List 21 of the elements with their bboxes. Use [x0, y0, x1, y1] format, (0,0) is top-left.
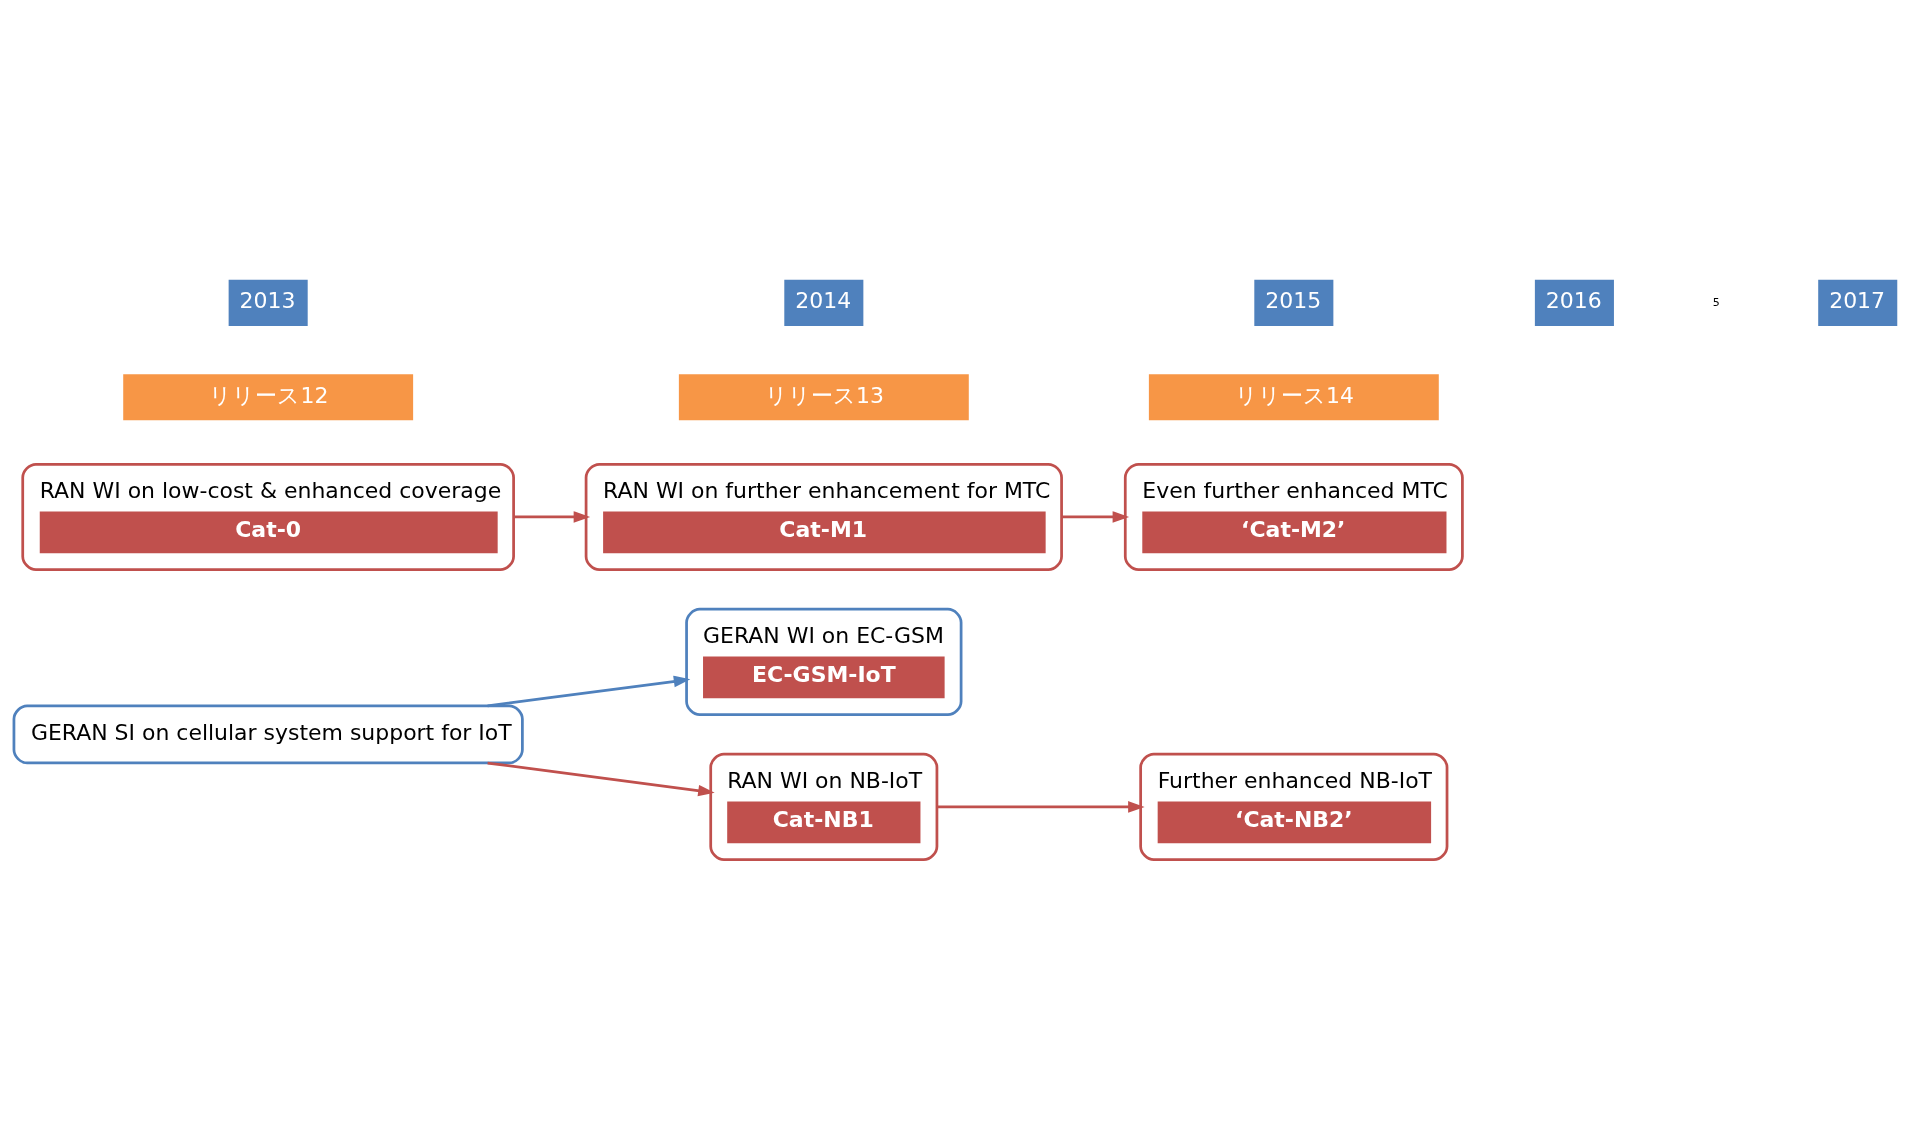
node-box: Even further enhanced MTC ‘Cat-M2’	[1123, 462, 1464, 571]
label: 2017	[1829, 287, 1886, 313]
node-box: RAN WI on NB-IoT Cat-NB1	[709, 752, 939, 861]
node-box: Further enhanced NB-IoT ‘Cat-NB2’	[1139, 752, 1449, 861]
label: 2016	[1545, 287, 1602, 313]
label: リリース12	[209, 382, 329, 408]
node-box: GERAN WI on EC-GSM EC-GSM-IoT	[685, 607, 963, 716]
arrow	[937, 800, 1145, 813]
label: 5	[1712, 295, 1720, 309]
arrow	[513, 510, 591, 523]
label: リリース13	[765, 382, 885, 408]
arrow	[487, 675, 691, 707]
label: 2014	[795, 287, 852, 313]
arrow	[487, 761, 715, 796]
label: 2013	[239, 287, 296, 313]
label: リリース14	[1235, 382, 1355, 408]
node-box: GERAN SI on cellular system support for IoT	[12, 704, 524, 764]
label: 2015	[1265, 287, 1322, 313]
node-box: RAN WI on low-cost & enhanced coverage Cat-0	[21, 462, 515, 571]
node-box: RAN WI on further enhancement for MTC Cat-M1	[584, 462, 1063, 571]
arrow	[1061, 510, 1130, 523]
